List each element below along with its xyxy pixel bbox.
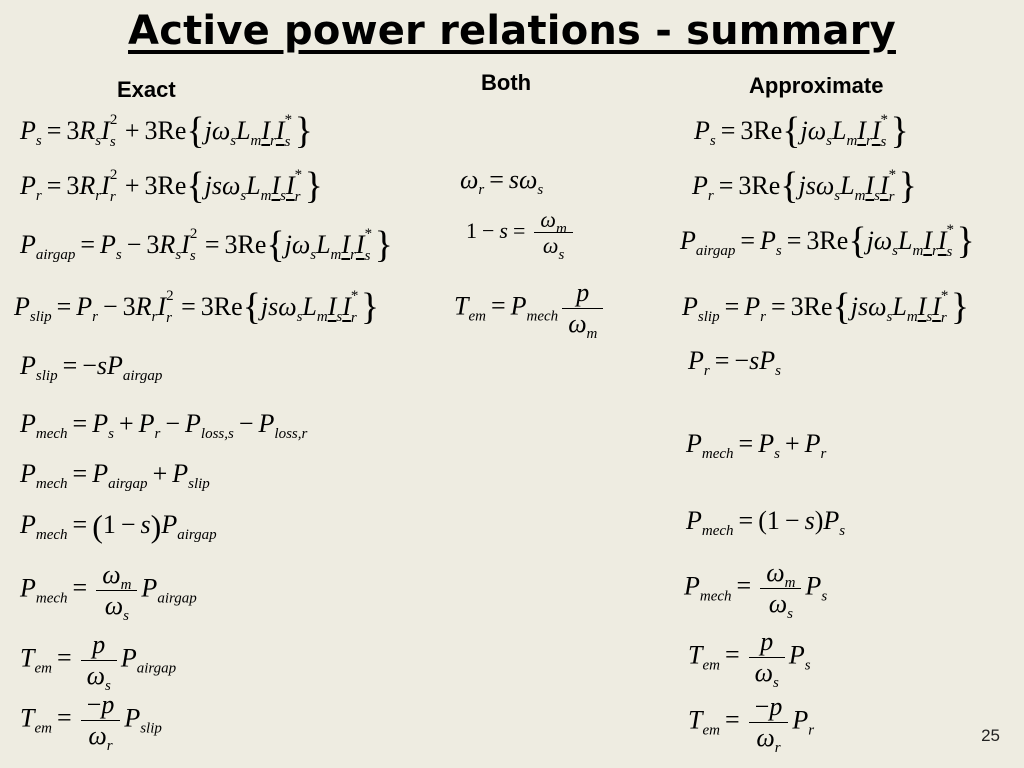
column-header-both: Both	[481, 70, 532, 95]
equation-pmech-sum: Pmech=Pairgap+Pslip	[20, 459, 210, 492]
equation-pr-minus-s: Pr=−sPs	[688, 346, 781, 379]
page-number: 25	[981, 726, 1000, 745]
equation-pslip-approx: Pslip=Pr=3Re{jsωsLmIsI*r}	[682, 286, 970, 328]
equation-pmech-one-minus-s-approx: Pmech=(1−s)Ps	[686, 506, 846, 539]
column-header-approximate: Approximate	[749, 73, 884, 98]
column-header-exact: Exact	[117, 77, 176, 102]
equation-pslip-minus-s: Pslip=−sPairgap	[20, 351, 163, 384]
slide-title: Active power relations - summary	[128, 8, 896, 54]
equation-pmech-sum-approx: Pmech=Ps+Pr	[686, 429, 827, 462]
equation-ps-approx: Ps=3Re{jωsLmIrI*s}	[694, 110, 909, 152]
equation-pmech-losses: Pmech=Ps+Pr−Ploss,s−Ploss,r	[20, 409, 308, 442]
equation-pairgap-approx: Pairgap=Ps=3Re{jωsLmIrI*s}	[680, 220, 975, 262]
equation-pr-approx: Pr=3Re{jsωsLmIsI*r}	[692, 165, 917, 207]
equation-pmech-one-minus-s: Pmech=(1−s)Pairgap	[20, 508, 217, 544]
equation-omega-r: ωr=sωs	[460, 165, 544, 198]
